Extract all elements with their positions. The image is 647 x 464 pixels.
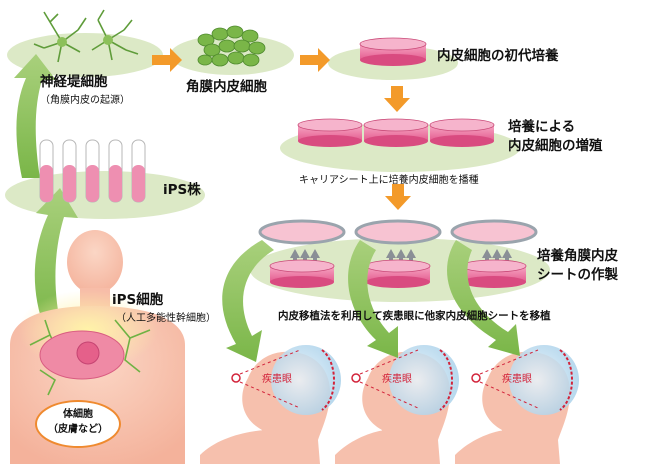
label-diseased-eye-3: 疾患眼 xyxy=(502,374,532,385)
arrow-right-2 xyxy=(300,48,330,72)
arrow-transplant-3 xyxy=(447,240,520,356)
sheet-dishes xyxy=(269,259,527,288)
ips-test-tubes-icon xyxy=(39,139,146,203)
arrow-transplant-1 xyxy=(222,240,274,362)
diseased-eye-icons xyxy=(231,345,579,415)
endothelial-cells-icon xyxy=(197,25,266,67)
carrier-sheets xyxy=(258,219,538,245)
label-corneal-endothelial: 角膜内皮細胞 xyxy=(186,79,267,95)
label-ips-line: iPS株 xyxy=(163,182,201,198)
label-diseased-eye-1: 疾患眼 xyxy=(262,374,292,385)
label-neural-crest-sub: （角膜内皮の起源） xyxy=(40,95,130,106)
label-expansion-1: 培養による xyxy=(508,119,576,135)
label-diseased-eye-2: 疾患眼 xyxy=(382,374,412,385)
label-primary-culture: 内皮細胞の初代培養 xyxy=(437,48,559,64)
arrow-ips-to-neural xyxy=(14,54,56,178)
label-somatic-2: （皮膚など） xyxy=(48,424,108,435)
label-neural-crest: 神経堤細胞 xyxy=(40,74,108,90)
neural-crest-cells-icon xyxy=(33,9,139,63)
label-ips-cells: iPS細胞 xyxy=(112,292,164,308)
arrow-somatic-to-ips xyxy=(34,188,78,330)
arrow-down-2 xyxy=(385,184,411,210)
label-somatic-1: 体細胞 xyxy=(63,409,93,420)
label-sheet-2: シートの作製 xyxy=(537,267,618,283)
label-sheet-1: 培養角膜内皮 xyxy=(537,248,618,264)
primary-culture-dish xyxy=(359,37,427,66)
label-ips-cells-sub: （人工多能性幹細胞） xyxy=(116,313,216,324)
label-carrier-seeding: キャリアシート上に培養内皮細胞を播種 xyxy=(299,175,479,186)
label-expansion-2: 内皮細胞の増殖 xyxy=(508,138,603,154)
arrow-down-1 xyxy=(384,86,410,112)
platform-neural-crest xyxy=(7,33,163,77)
label-transplant: 内皮移植法を利用して疾患眼に他家内皮細胞シートを移植 xyxy=(278,310,551,322)
expansion-dishes xyxy=(297,118,495,147)
somatic-cell-oval: 体細胞 （皮膚など） xyxy=(35,400,121,448)
arrow-right-1 xyxy=(152,48,182,72)
arrow-transplant-2 xyxy=(348,240,398,358)
transfer-arrows-icon xyxy=(290,249,512,266)
